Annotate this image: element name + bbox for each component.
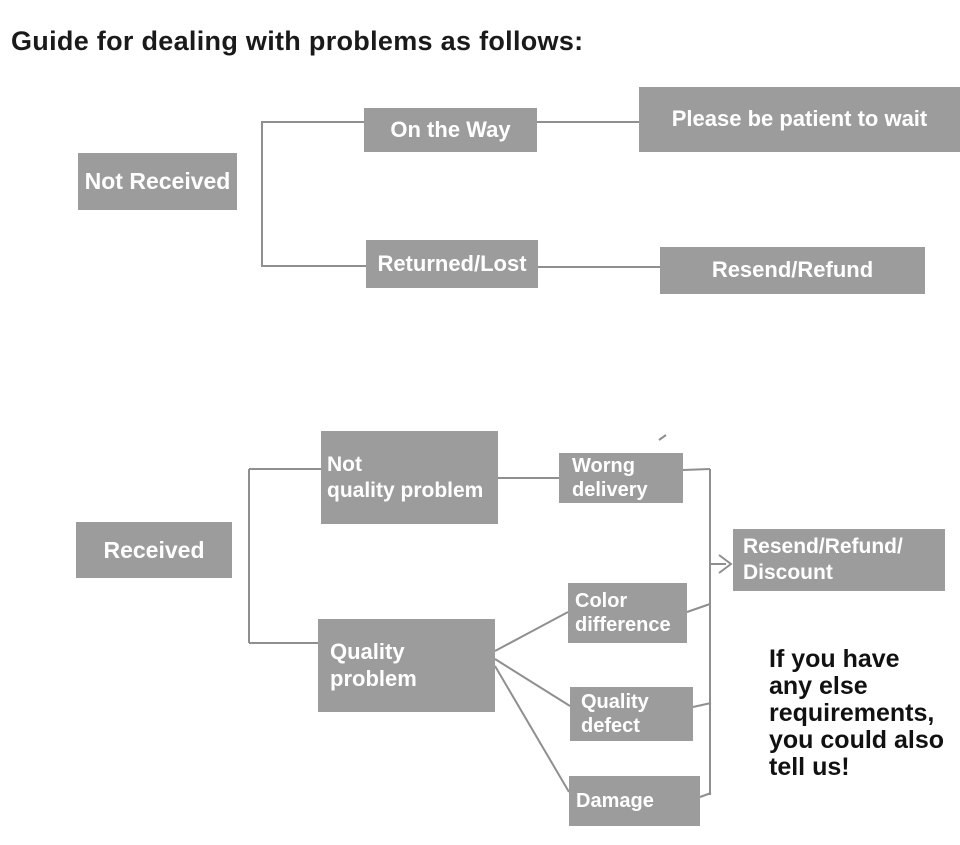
- edge-quality-to-colordifference: [494, 611, 569, 652]
- arrowhead-outcome: [718, 554, 733, 574]
- node-not-quality-problem: Not quality problem: [321, 431, 498, 524]
- edge-wrongdelivery-to-rail: [682, 468, 711, 471]
- page-title: Guide for dealing with problems as follo…: [11, 26, 584, 56]
- edge-damage-to-rail: [699, 792, 712, 798]
- stray-mark: [658, 434, 667, 441]
- node-wrong-delivery: Worng delivery: [559, 453, 683, 503]
- node-returned-lost: Returned/Lost: [366, 240, 538, 288]
- node-on-the-way: On the Way: [364, 108, 537, 152]
- edge-quality-to-damage: [494, 665, 570, 793]
- node-resend-refund-discount: Resend/Refund/ Discount: [733, 529, 945, 591]
- node-received: Received: [76, 522, 232, 578]
- edge-qualitydefect-to-rail: [692, 702, 712, 708]
- node-not-received: Not Received: [78, 153, 237, 210]
- node-color-difference: Color difference: [568, 583, 687, 643]
- node-damage: Damage: [569, 776, 700, 826]
- note-text: If you have any else requirements, you c…: [769, 645, 945, 781]
- node-quality-defect: Quality defect: [570, 687, 693, 741]
- node-quality-problem: Quality problem: [318, 619, 495, 712]
- edge-colordifference-to-rail: [686, 603, 711, 613]
- edge-quality-to-qualitydefect: [494, 658, 571, 707]
- node-please-be-patient: Please be patient to wait: [639, 87, 960, 152]
- node-resend-refund: Resend/Refund: [660, 247, 925, 294]
